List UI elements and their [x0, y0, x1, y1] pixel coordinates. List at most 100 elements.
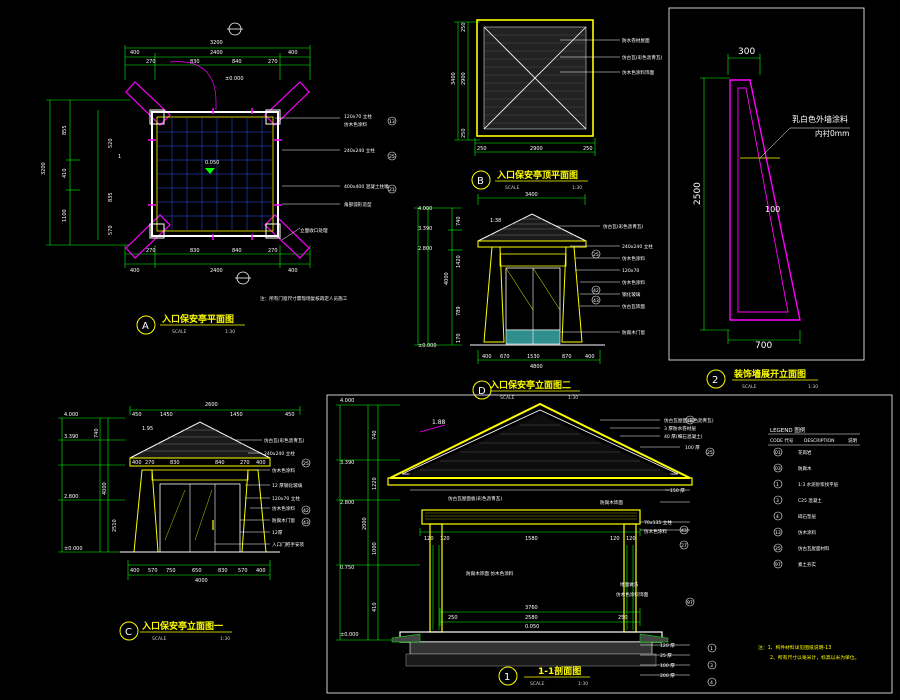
panel-d-title: 入口保安亭立面图二	[489, 379, 571, 391]
legend-code-4: 3	[776, 498, 779, 504]
elev1-top2-6: 400	[256, 460, 266, 466]
panel-2-scale: 1:30	[808, 384, 818, 390]
elev1-callout-7: 防腐木门窗	[272, 517, 295, 524]
legend-desc-5: 碎石垫层	[798, 513, 816, 520]
elev1-dim-left-3: 2510	[112, 519, 118, 532]
plan-callout-3: 240x240 立柱	[344, 147, 375, 154]
section-floor-level: 0.050	[525, 624, 539, 630]
legend-code-8: 97	[775, 562, 781, 568]
section-label-note: 仿木色涂料饰面	[616, 591, 649, 598]
elev1-top2-4: 840	[215, 460, 225, 466]
panel-2-marker: 2	[712, 375, 718, 386]
section-label-wall: 防腐木饰面 仿木色涂料	[466, 570, 514, 577]
elev1-callout-5: 120x70 立柱	[272, 495, 300, 502]
elev2-callout-1: 仿古瓦(彩色沥青瓦)	[603, 223, 644, 230]
panel-a-marker: A	[142, 321, 149, 332]
dim-top-seg3: 400	[288, 50, 298, 56]
panel-2-wall-elevation: 300 2500 100 700 乳白色外墙涂料 内衬0mm 2 装饰墙展开立面…	[668, 7, 865, 390]
legend-desc-7: 仿古瓦屋面材料	[798, 545, 830, 552]
legend-desc-1: 花岗岩	[798, 449, 812, 456]
elev1-dim-bottom-7: 400	[256, 568, 266, 574]
panel-1-title: 1-1剖面图	[538, 665, 581, 677]
legend-desc-8: 素土夯实	[798, 561, 816, 568]
elev2-callout-5: 仿木色涂料	[622, 279, 645, 286]
section-num-7: 3	[710, 663, 713, 669]
panel-a-title: 入口保安亭平面图	[161, 313, 234, 325]
elev1-callout-8: 12厚	[272, 530, 283, 536]
elev2-num-3: 43	[593, 298, 599, 304]
section-callout-5: 150 厚	[670, 488, 685, 494]
legend-code-5: 4	[776, 514, 779, 520]
section-num-6: 1	[710, 646, 713, 652]
elev1-dim-bottom-6: 570	[238, 568, 248, 574]
section-callout-10: 25 厚	[660, 653, 672, 659]
section-num-5: 97	[687, 600, 693, 606]
elev1-callout-3: 仿木色涂料	[272, 467, 295, 474]
roof-dim-bottom-seg1: 250	[477, 146, 487, 152]
elev2-dim-left-1: 740	[456, 216, 462, 226]
panel-c-scale: 1:30	[220, 636, 230, 642]
wall-label-note: 内衬0mm	[815, 128, 849, 138]
panel-b-scale: 1:30	[572, 185, 582, 191]
elev1-dim-top-s2: 1450	[160, 412, 173, 418]
legend-desc-3: 1:3 水泥砂浆找平层	[798, 481, 839, 488]
plan-callout-4: 400x400 混凝土柱墩	[344, 183, 389, 190]
section-level-5: ±0.000	[340, 632, 359, 638]
legend: LEGEND 图例 CODE 代号 DESCRIPTION 说明 01 花岗岩 …	[758, 426, 860, 661]
panel-2-title: 装饰墙展开立面图	[733, 368, 806, 380]
roof-dim-bottom-seg2: 2900	[530, 146, 543, 152]
elev2-dim-bottom-total: 4800	[530, 364, 543, 370]
section-callout-8: 仿木色涂料	[644, 528, 667, 535]
panel-a-scale-label: SCALE	[172, 329, 187, 335]
elev2-dim-top: 3400	[525, 192, 538, 198]
elev2-dim-bottom-s3: 1530	[527, 354, 540, 360]
wall-dim-top: 300	[738, 47, 755, 57]
section-callout-3: 40 厚(细石混凝土)	[664, 433, 703, 440]
section-level-1: 4.000	[340, 398, 354, 404]
elev1-dim-top-s3: 1450	[230, 412, 243, 418]
legend-col-note: 说明	[848, 437, 857, 444]
roof-callout-2: 仿古瓦(彩色沥青瓦)	[622, 54, 663, 61]
panel-1-scale-label: SCALE	[530, 681, 545, 687]
dim-left-sub3: 570	[108, 225, 114, 235]
dim-left-seg2: 410	[62, 168, 68, 178]
panel-c-marker: C	[125, 627, 132, 638]
plan-callout-num-1: 13	[389, 119, 395, 125]
section-callout-12: 200 厚	[660, 673, 675, 679]
elev1-level-4: ±0.000	[64, 546, 83, 552]
panel-d-scale: 1:30	[568, 395, 578, 401]
section-dim-left-4: 1000	[372, 542, 378, 555]
legend-desc-4: C25 混凝土	[798, 497, 822, 504]
plan-callout-6: 立面收口处理	[300, 227, 328, 234]
section-beam-1: 120	[424, 536, 434, 542]
wall-label-material: 乳白色外墙涂料	[792, 114, 848, 124]
elev2-slope: 1:38	[490, 218, 501, 224]
dim-left-total: 3200	[41, 162, 47, 175]
elev2-level-4: ±0.000	[418, 343, 437, 349]
section-label-top: 仿古瓦屋面板(彩色沥青瓦)	[448, 495, 502, 502]
legend-code-6: 13	[775, 530, 781, 536]
panel-a-floor-plan: 3200 400 2400 400 270 830 840 270 270 83…	[41, 22, 397, 335]
legend-heading: LEGEND 图例	[770, 426, 806, 434]
panel-1-marker: 1	[504, 672, 510, 683]
elev1-num-3: 43	[303, 520, 309, 526]
panel-b-roof-plan: 防水卷材屋面 仿古瓦(彩色沥青瓦) 仿木色涂料饰面 250 2900 250 3…	[451, 19, 663, 191]
section-level-2: 3.390	[340, 460, 354, 466]
panel-1-scale: 1:30	[578, 681, 588, 687]
section-beam-2: 120	[440, 536, 450, 542]
elev1-dim-bottom-total: 4000	[195, 578, 208, 584]
elev1-dim-top-total: 2600	[205, 402, 218, 408]
elev1-slope: 1.95	[142, 426, 153, 432]
elev1-callout-1: 仿古瓦(彩色沥青瓦)	[264, 437, 305, 444]
dim-bottom-sub4: 270	[268, 248, 278, 254]
panel-c-scale-label: SCALE	[152, 636, 167, 642]
dim-top-total: 3200	[210, 40, 223, 46]
elev2-callout-7: 仿古瓦饰面	[622, 303, 645, 310]
section-dim-left-3: 2000	[362, 517, 368, 530]
panel-a-scale: 1:30	[225, 329, 235, 335]
dim-top-seg1: 400	[130, 50, 140, 56]
elev2-dim-left-5: 170	[456, 333, 462, 343]
elev1-callout-9: 入口门把手安装	[272, 541, 305, 548]
roof-dim-left-seg2: 2900	[461, 72, 467, 85]
plan-callout-2: 仿木色涂料	[344, 121, 367, 128]
